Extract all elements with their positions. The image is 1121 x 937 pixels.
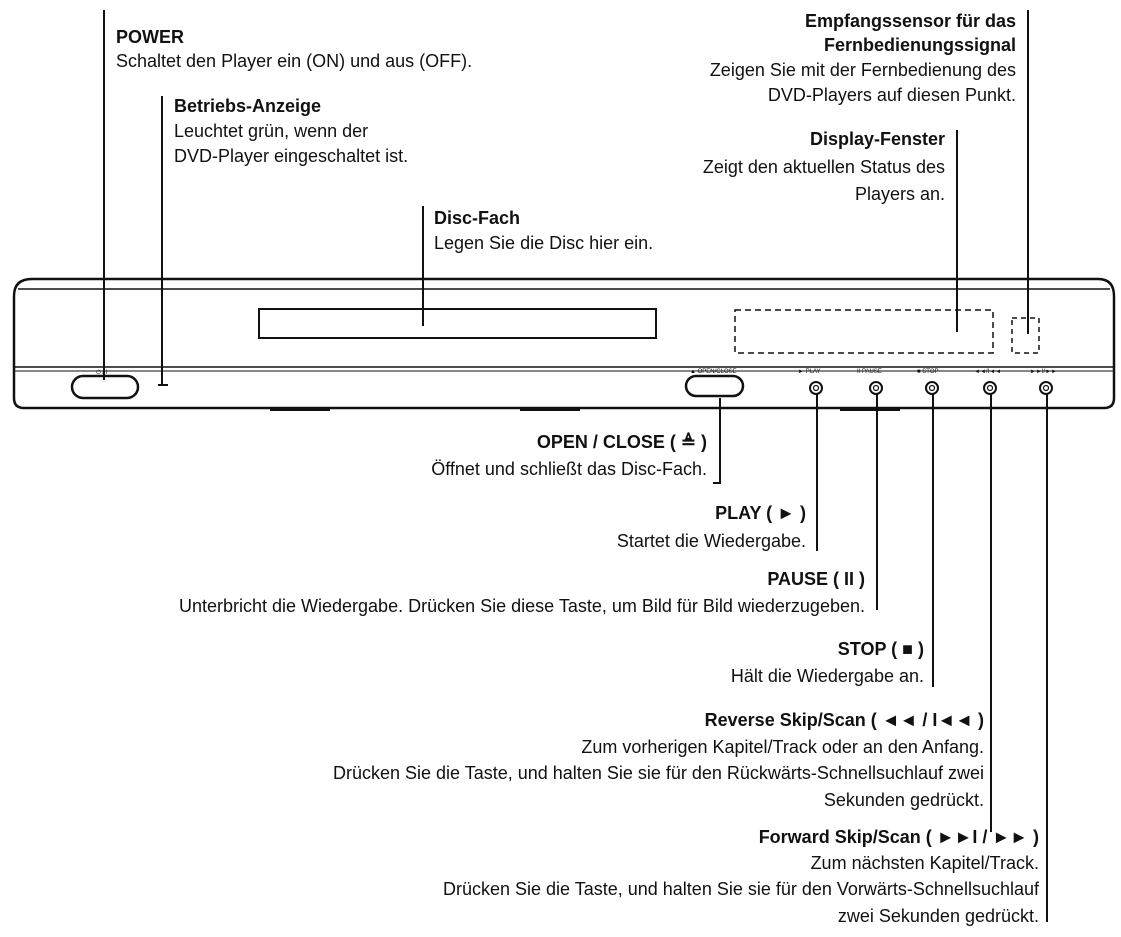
play-panel-label: ► PLAY xyxy=(798,369,821,375)
stop-title: STOP ( ■ ) xyxy=(837,639,924,659)
pause-button xyxy=(869,381,883,395)
open-close-panel-label: ▲ OPEN/CLOSE xyxy=(690,369,737,375)
open-close-leader xyxy=(719,398,721,484)
pause-leader xyxy=(876,394,878,610)
play-desc: Startet die Wiedergabe. xyxy=(616,531,806,551)
disc-tray-title: Disc-Fach xyxy=(434,208,521,228)
power-button xyxy=(70,374,140,400)
forward-desc-1: Zum nächsten Kapitel/Track. xyxy=(810,853,1039,873)
indicator-desc-2: DVD-Player eingeschaltet ist. xyxy=(174,146,409,166)
remote-sensor xyxy=(1011,317,1040,354)
indicator-desc-1: Leuchtet grün, wenn der xyxy=(174,121,369,141)
stop-leader xyxy=(932,394,934,687)
power-desc: Schaltet den Player ein (ON) und aus (OF… xyxy=(116,51,473,71)
pause-title: PAUSE ( II ) xyxy=(767,569,865,589)
display-leader xyxy=(956,130,958,332)
reverse-desc-3: Sekunden gedrückt. xyxy=(823,790,984,810)
play-button xyxy=(809,381,823,395)
pause-panel-label: II PAUSE xyxy=(857,369,882,375)
disc-tray-leader xyxy=(422,206,424,326)
reverse-desc-2: Drücken Sie die Taste, und halten Sie si… xyxy=(332,763,984,783)
forward-desc-2: Drücken Sie die Taste, und halten Sie si… xyxy=(442,879,1039,899)
play-title: PLAY ( ► ) xyxy=(715,503,806,523)
open-close-leader-tick xyxy=(713,482,721,484)
forward-title: Forward Skip/Scan ( ►►I / ►► ) xyxy=(758,827,1039,847)
open-close-desc: Öffnet und schließt das Disc-Fach. xyxy=(431,459,707,479)
disc-tray xyxy=(258,308,657,339)
display-desc-1: Zeigt den aktuellen Status des xyxy=(702,157,945,177)
reverse-leader xyxy=(990,394,992,832)
stop-panel-label: ■ STOP xyxy=(917,369,939,375)
sensor-leader xyxy=(1027,10,1029,334)
disc-tray-desc: Legen Sie die Disc hier ein. xyxy=(434,233,654,253)
forward-desc-3: zwei Sekunden gedrückt. xyxy=(837,906,1039,926)
sensor-desc-2: DVD-Players auf diesen Punkt. xyxy=(767,85,1016,105)
reverse-desc-1: Zum vorherigen Kapitel/Track oder an den… xyxy=(581,737,984,757)
sensor-title-1: Empfangssensor für das xyxy=(804,11,1016,31)
pause-desc: Unterbricht die Wiedergabe. Drücken Sie … xyxy=(178,596,865,616)
stop-button xyxy=(925,381,939,395)
open-close-title: OPEN / CLOSE ( ≜ ) xyxy=(536,432,707,452)
play-leader xyxy=(816,394,818,551)
reverse-title: Reverse Skip/Scan ( ◄◄ / I◄◄ ) xyxy=(704,710,984,730)
indicator-leader xyxy=(161,96,163,384)
sensor-title-2: Fernbedienungssignal xyxy=(823,35,1016,55)
fwd-panel-label: ►►I/►► xyxy=(1030,369,1057,375)
forward-leader xyxy=(1046,394,1048,922)
power-title: POWER xyxy=(116,27,185,47)
reverse-button xyxy=(983,381,997,395)
stop-desc: Hält die Wiedergabe an. xyxy=(730,666,924,686)
display-window xyxy=(734,309,994,354)
sensor-desc-1: Zeigen Sie mit der Fernbedienung des xyxy=(709,60,1016,80)
forward-button xyxy=(1039,381,1053,395)
display-title: Display-Fenster xyxy=(809,129,945,149)
rev-panel-label: ◄◄/I◄◄ xyxy=(974,369,1001,375)
open-close-button xyxy=(684,374,745,398)
indicator-title: Betriebs-Anzeige xyxy=(174,96,322,116)
power-symbol-label: ⏻ / I xyxy=(96,369,108,376)
display-desc-2: Players an. xyxy=(854,184,945,204)
power-leader xyxy=(103,10,105,380)
player-body xyxy=(12,277,1116,410)
